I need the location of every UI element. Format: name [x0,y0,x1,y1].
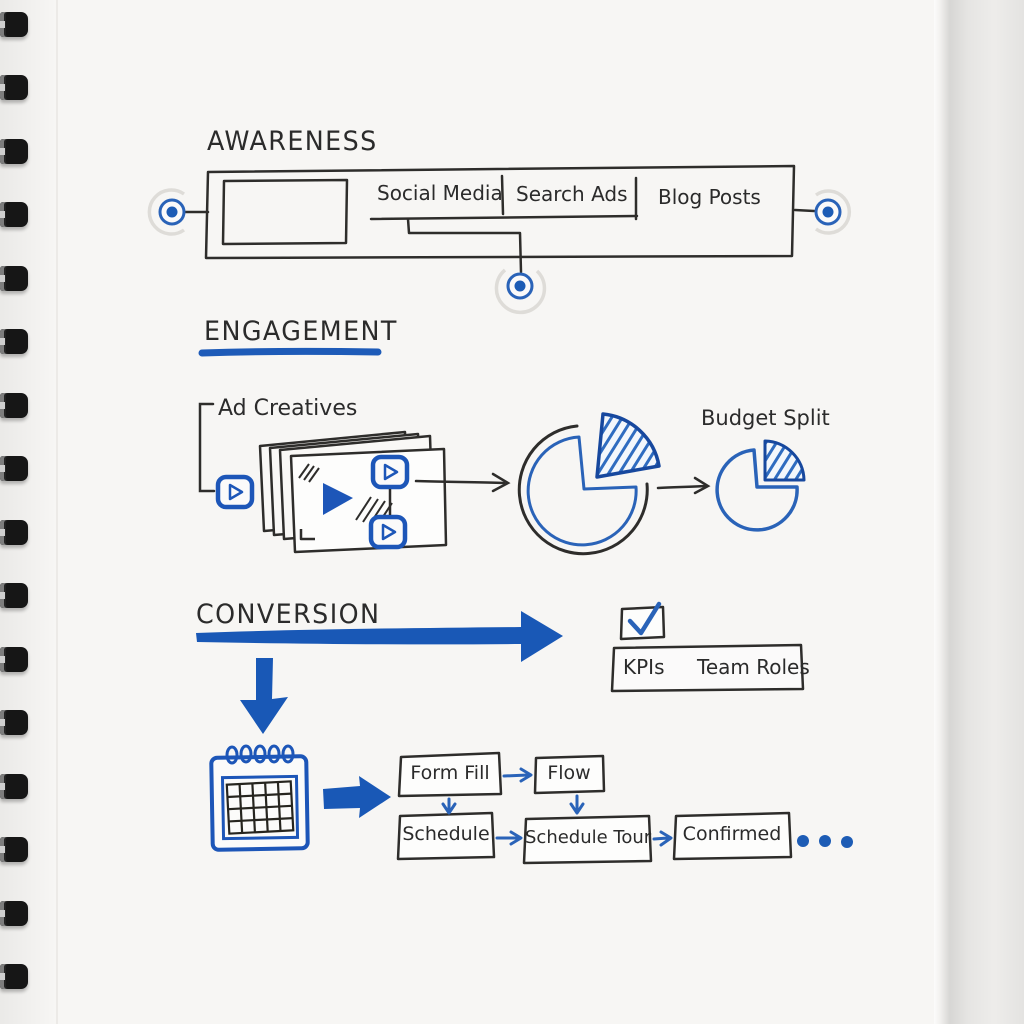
page-crease-line [56,0,58,1024]
conversion-title: CONVERSION [196,599,381,630]
schedule-tour-label: Schedule Tour [525,827,652,848]
arrow-icon [441,797,457,815]
flow-arrows [441,767,673,847]
arrow-icon [569,794,585,815]
bracket-line [198,402,216,493]
schedule-box [396,811,496,861]
corner-mark [299,529,315,541]
play-badge-icon [368,514,408,550]
arrow-icon [652,830,673,847]
binder-ring-icon [0,329,28,354]
schedule-label: Schedule [402,823,490,845]
hatched-slice [763,439,806,482]
engagement-underline [198,347,382,357]
awareness-channel-box [183,164,816,274]
confirmed-box [672,811,793,861]
spiral-loops [225,744,295,765]
binder-ring-icon [0,393,28,418]
connector-dot-bottom [494,268,547,315]
engagement-title: ENGAGEMENT [204,316,398,347]
hatch-marks [355,496,393,527]
team-roles-label: Team Roles [697,655,810,679]
play-triangle-icon [323,483,353,515]
flow-box [533,754,606,795]
big-right-arrow-icon [196,611,563,662]
kpis-label: KPIs [623,655,665,679]
binder-ring-icon [0,202,28,227]
ad-creatives-label: Ad Creatives [218,396,358,421]
channel-label-social-media: Social Media [377,181,503,205]
big-down-arrow-icon [240,658,288,734]
play-badge-icon [215,474,255,510]
binder-ring-icon [0,266,28,291]
checkbox-icon [619,601,666,641]
connector-line [406,217,523,274]
calendar-icon [209,744,310,852]
divider-line [500,174,505,216]
form-fill-box [397,751,503,798]
binder-ring-icon [0,75,28,100]
engagement-pie-chart [517,412,661,556]
connector-dot-left [147,188,186,236]
calendar-grid [225,780,295,835]
binder-ring-icon [0,456,28,481]
binder-ring-icon [0,520,28,545]
form-fill-label: Form Fill [410,762,490,784]
exploded-slice [595,412,661,479]
connector-line [793,208,816,213]
binder-ring-icon [0,964,28,989]
binder-ring-icon [0,774,28,799]
arrow-icon [495,830,523,846]
video-stack-icon [258,430,448,554]
play-badge-icon [370,454,410,490]
binder-ring-icon [0,837,28,862]
confirmed-label: Confirmed [682,823,782,845]
page-edge-curl [934,0,1024,1024]
arrow-icon [502,767,533,783]
arrow-pie-to-budget [656,476,711,495]
arrow-stack-to-pie [414,472,511,493]
kpi-team-roles-box [610,643,805,693]
ellipsis-dots-icon [797,835,853,848]
channel-label-search-ads: Search Ads [516,182,628,206]
binder-ring-icon [0,901,28,926]
binder-ring-icon [0,12,28,37]
hatch-marks [298,463,320,483]
underline-stroke [369,214,639,221]
binder-ring-icon [0,583,28,608]
big-right-arrow-icon [323,776,391,818]
binder-ring-icon [0,647,28,672]
schedule-tour-box [522,814,653,865]
budget-split-label: Budget Split [701,406,830,430]
placeholder-thumbnail-box [221,178,349,246]
binder-ring-icon [0,710,28,735]
awareness-title: AWARENESS [207,126,378,157]
channel-label-blog-posts: Blog Posts [658,185,761,209]
connector-dot-right [814,189,851,235]
checkmark-icon [627,601,662,636]
binder-ring-icon [0,139,28,164]
budget-split-pie-chart [715,439,806,532]
flow-label: Flow [547,762,591,784]
flow-boxes [396,751,793,865]
